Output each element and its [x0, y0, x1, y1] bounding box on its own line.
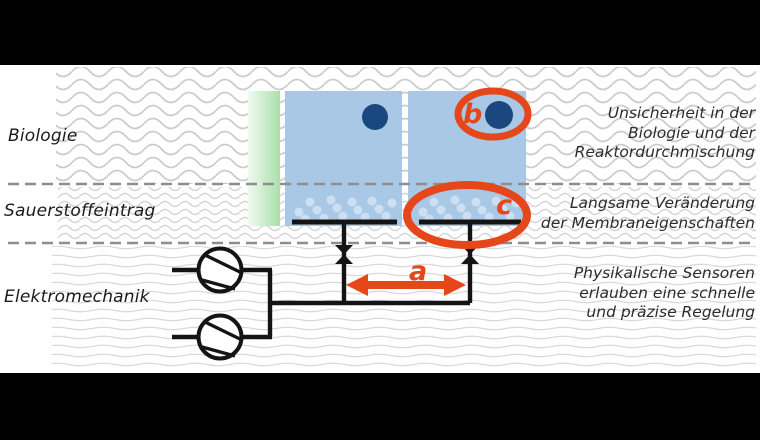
air-bubble	[456, 203, 466, 213]
air-bubble	[294, 207, 304, 217]
air-bubble	[305, 197, 315, 207]
row-label-sauerstoffeintrag: Sauerstoffeintrag	[4, 201, 156, 221]
letterbox-top	[0, 0, 760, 65]
air-piping	[172, 222, 473, 340]
annotation-sauerstoffeintrag: Langsame Veränderung der Membraneigensch…	[541, 194, 755, 233]
wave-band-elektro	[52, 246, 756, 371]
air-bubble	[332, 203, 342, 213]
air-bubble	[418, 207, 428, 217]
biomass-floc-1	[362, 104, 388, 130]
blower-pump-icon-1	[196, 246, 244, 294]
air-bubble	[347, 197, 357, 207]
air-bubble	[338, 211, 348, 221]
annotation-line: Physikalische Sensoren	[573, 264, 755, 282]
annotation-line: Reaktordurchmischung	[574, 143, 755, 161]
blower-pump-icon-2	[196, 313, 244, 361]
annotation-line: der Membraneigenschaften	[540, 213, 755, 232]
marker-a: a	[409, 256, 428, 287]
row-label-biologie: Biologie	[8, 126, 78, 146]
air-bubble	[374, 204, 384, 214]
annotation-line: Langsame Veränderung	[569, 194, 755, 212]
air-bubble	[477, 205, 487, 215]
highlight-ellipse-b	[454, 87, 532, 141]
membrane-strip	[248, 91, 280, 226]
annotation-line: Unsicherheit in der	[607, 104, 755, 122]
air-bubble	[471, 197, 481, 207]
air-bubble	[353, 205, 363, 215]
air-bubble	[450, 195, 460, 205]
air-bubble	[387, 198, 397, 208]
air-bubble	[498, 204, 508, 214]
wave-band-biologie	[56, 67, 756, 184]
row-label-elektromechanik: Elektromechanik	[4, 287, 150, 307]
air-bubble	[360, 212, 370, 222]
air-bubble	[505, 211, 515, 221]
air-bubble	[429, 197, 439, 207]
air-bubble	[367, 196, 377, 206]
annotation-line: erlauben eine schnelle	[579, 283, 755, 302]
highlight-ellipse-c	[403, 181, 531, 249]
bubbles-tank-1	[294, 195, 397, 224]
biomass-floc-2	[485, 101, 513, 129]
annotation-elektromechanik: Physikalische Sensoren erlauben eine sch…	[574, 264, 755, 323]
air-bubble	[491, 196, 501, 206]
air-bubble	[462, 211, 472, 221]
annotation-line: Biologie und der	[628, 123, 755, 142]
annotation-biologie: Unsicherheit in der Biologie und der Rea…	[575, 104, 755, 163]
air-bubble	[312, 205, 322, 215]
marker-c: c	[496, 190, 513, 221]
air-bubble	[436, 205, 446, 215]
distance-arrow-a-icon	[346, 274, 466, 296]
marker-b: b	[463, 99, 483, 130]
bubbles-tank-2	[418, 195, 521, 224]
valve-icon-1	[335, 245, 353, 264]
letterbox-bottom	[0, 373, 760, 440]
air-bubble	[326, 195, 336, 205]
annotation-line: und präzise Regelung	[586, 303, 755, 321]
air-bubble	[381, 211, 391, 221]
air-bubble	[484, 212, 494, 222]
